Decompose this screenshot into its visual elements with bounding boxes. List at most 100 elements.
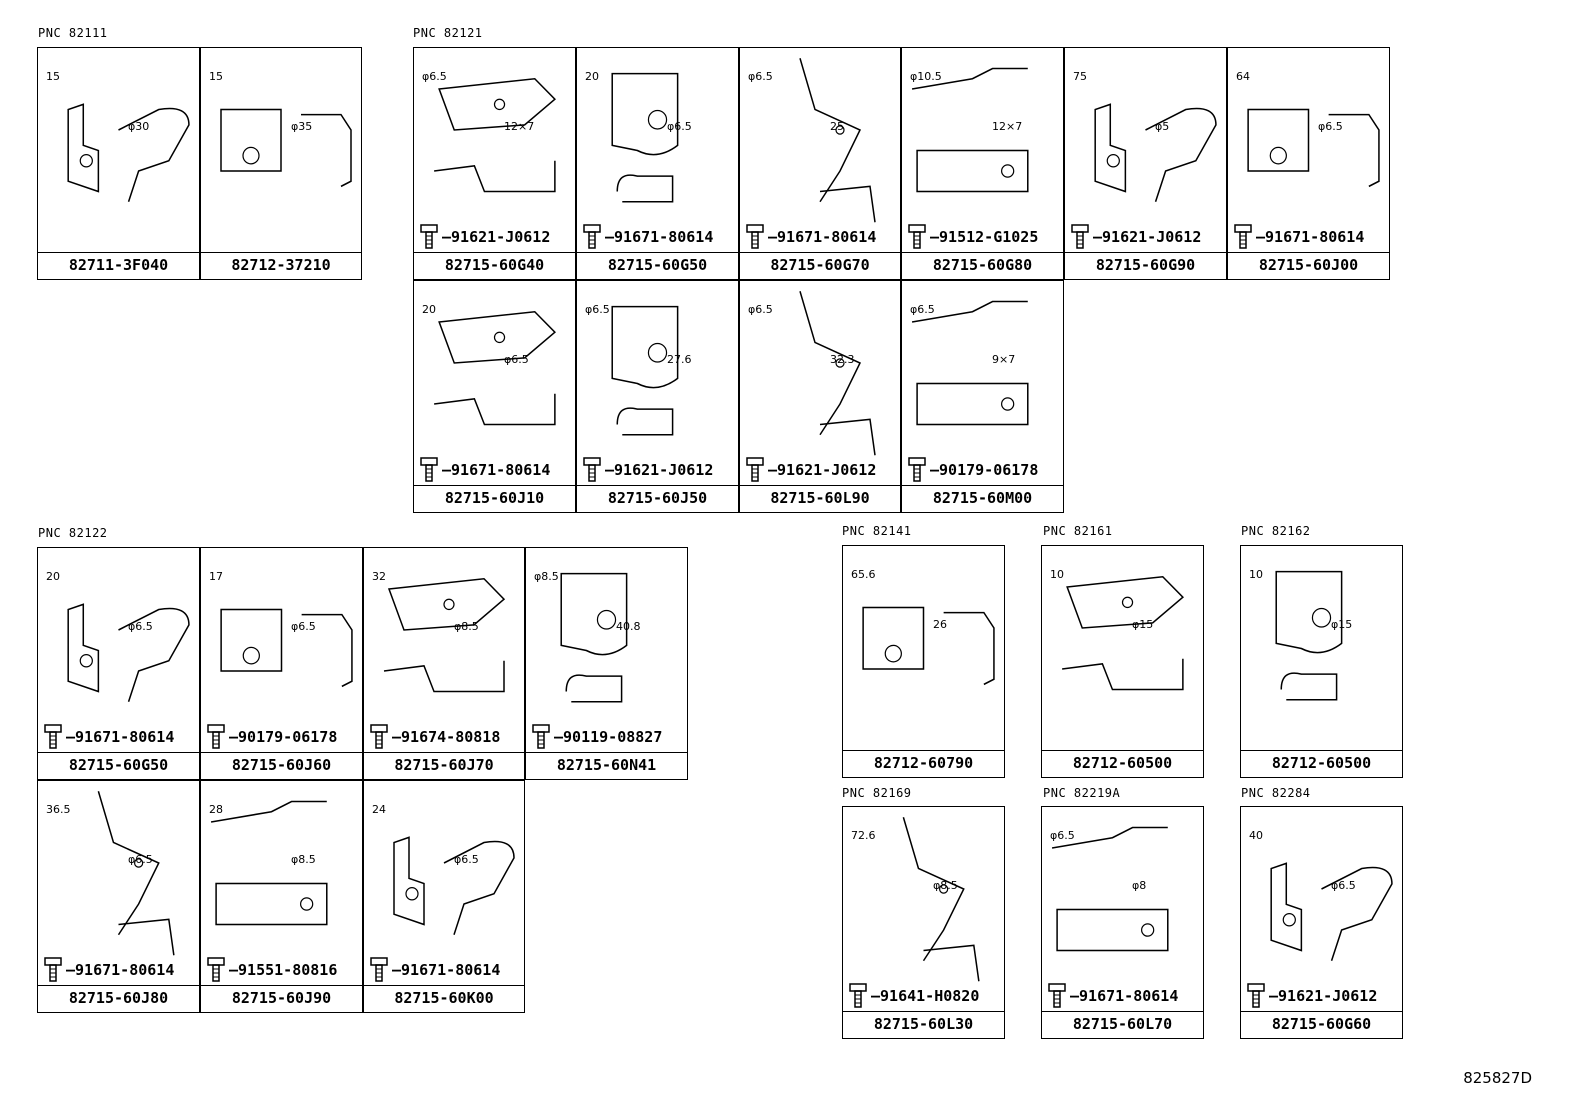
bolt-callout: —91551-80816: [205, 957, 337, 983]
bolt-part-number: —90119-08827: [554, 728, 663, 746]
dimension-label: φ8.5: [534, 570, 559, 583]
part-drawing: [38, 548, 199, 753]
part-number: 82712-60500: [1241, 750, 1402, 777]
pnc-label: PNC 82141: [842, 524, 912, 538]
bolt-callout: —91671-80614: [418, 457, 550, 483]
part-number: 82715-60J00: [1228, 252, 1389, 279]
part-drawing: [1241, 546, 1402, 751]
part-number: 82715-60J50: [577, 485, 738, 512]
part-cell: 10 φ15 82712-60500: [1240, 545, 1403, 778]
bolt-part-number: —91671-80614: [442, 461, 551, 479]
dimension-label: φ6.5: [454, 853, 479, 866]
dimension-label: 75: [1073, 70, 1087, 83]
bolt-callout: —91621-J0612: [744, 457, 876, 483]
bolt-callout: —91671-80614: [581, 224, 713, 250]
part-drawing: [740, 48, 900, 253]
pnc-label: PNC 82169: [842, 786, 912, 800]
bolt-callout: —91671-80614: [744, 224, 876, 250]
dimension-label: 10: [1249, 568, 1263, 581]
bolt-icon: [746, 457, 764, 482]
part-number: 82715-60G70: [740, 252, 900, 279]
dimension-label: φ6.5: [910, 303, 935, 316]
bolt-icon: [370, 957, 388, 982]
bolt-icon: [583, 224, 601, 249]
part-drawing: [1228, 48, 1389, 253]
part-drawing: [526, 548, 687, 753]
part-number: 82715-60N41: [526, 752, 687, 779]
dimension-label: 24: [372, 803, 386, 816]
dimension-label: φ6.5: [422, 70, 447, 83]
dimension-label: φ10.5: [910, 70, 942, 83]
bolt-part-number: —91551-80816: [229, 961, 338, 979]
dimension-label: φ6.5: [128, 853, 153, 866]
part-drawing: [364, 781, 524, 986]
dimension-label: 15: [46, 70, 60, 83]
bolt-icon: [1247, 983, 1265, 1008]
part-number: 82715-60L30: [843, 1011, 1004, 1038]
dimension-label: 40.8: [616, 620, 641, 633]
bolt-callout: —90179-06178: [906, 457, 1038, 483]
part-drawing: [414, 281, 575, 486]
pnc-label: PNC 82161: [1043, 524, 1113, 538]
bolt-part-number: —91671-80614: [1256, 228, 1365, 246]
part-number: 82715-60L70: [1042, 1011, 1203, 1038]
part-number: 82715-60K00: [364, 985, 524, 1012]
bolt-callout: —91671-80614: [42, 957, 174, 983]
dimension-label: 12×7: [504, 120, 535, 133]
bolt-part-number: —91671-80614: [1070, 987, 1179, 1005]
dimension-label: 9×7: [992, 353, 1016, 366]
pnc-label: PNC 82219A: [1043, 786, 1121, 800]
part-drawing: [740, 281, 900, 486]
part-number: 82715-60G50: [38, 752, 199, 779]
bolt-part-number: —91671-80614: [66, 728, 175, 746]
part-number: 82712-60790: [843, 750, 1004, 777]
part-drawing: [843, 546, 1004, 751]
dimension-label: 10: [1050, 568, 1064, 581]
part-drawing: [201, 781, 362, 986]
dimension-label: 12×7: [992, 120, 1023, 133]
part-number: 82715-60G50: [577, 252, 738, 279]
bolt-part-number: —91621-J0612: [768, 461, 877, 479]
part-cell: φ8.5 40.8 —90119-08827 82715-60N41: [525, 547, 688, 780]
dimension-label: φ8.5: [454, 620, 479, 633]
part-number: 82715-60L90: [740, 485, 900, 512]
dimension-label: φ6.5: [291, 620, 316, 633]
bolt-icon: [1048, 983, 1066, 1008]
dimension-label: 40: [1249, 829, 1263, 842]
part-drawing: [1042, 546, 1203, 751]
bolt-part-number: —91621-J0612: [442, 228, 551, 246]
bolt-part-number: —91674-80818: [392, 728, 501, 746]
dimension-label: φ15: [1331, 618, 1353, 631]
bolt-callout: —91621-J0612: [1069, 224, 1201, 250]
part-drawing: [38, 48, 199, 253]
dimension-label: 20: [585, 70, 599, 83]
bolt-part-number: —91671-80614: [605, 228, 714, 246]
dimension-label: 17: [209, 570, 223, 583]
dimension-label: φ15: [1132, 618, 1154, 631]
part-number: 82715-60J80: [38, 985, 199, 1012]
dimension-label: 15: [209, 70, 223, 83]
bolt-callout: —91512-G1025: [906, 224, 1038, 250]
bolt-icon: [370, 724, 388, 749]
pnc-label: PNC 82121: [413, 26, 483, 40]
part-number: 82715-60J70: [364, 752, 524, 779]
bolt-part-number: —91671-80614: [768, 228, 877, 246]
bolt-callout: —91671-80614: [1232, 224, 1364, 250]
diagram-code: 825827D: [1463, 1069, 1532, 1087]
dimension-label: φ5: [1155, 120, 1170, 133]
bolt-callout: —91671-80614: [368, 957, 500, 983]
dimension-label: 28: [209, 803, 223, 816]
bolt-part-number: —91641-H0820: [871, 987, 980, 1005]
